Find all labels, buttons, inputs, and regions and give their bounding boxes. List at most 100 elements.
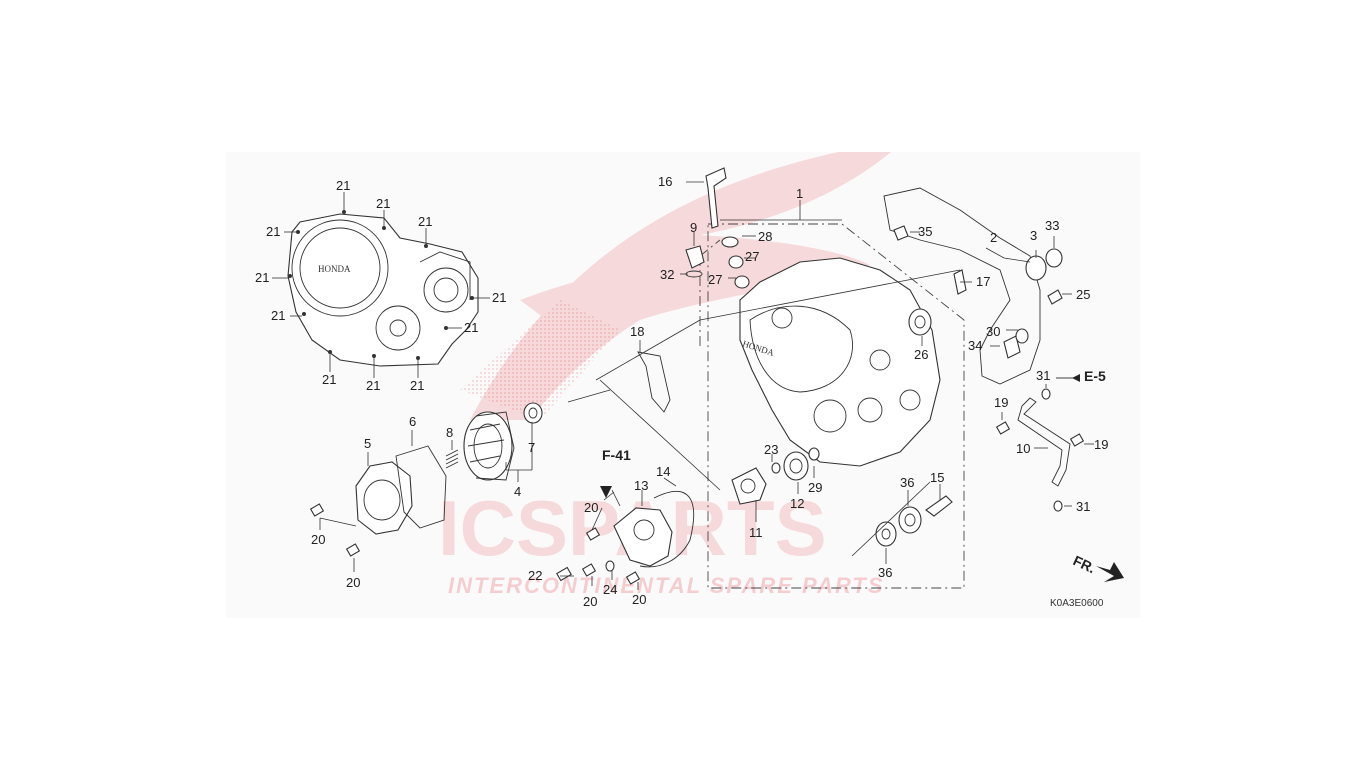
callout-20[interactable]: 20	[584, 500, 598, 515]
water-pump-gasket-14[interactable]	[639, 490, 695, 568]
o-ring-7[interactable]	[523, 402, 543, 424]
water-hose-10[interactable]	[1017, 397, 1071, 487]
bolt-20-left-a[interactable]	[309, 503, 325, 517]
oil-filter-cover-gasket-6[interactable]	[395, 445, 447, 529]
bolt-20-pump-a[interactable]	[585, 527, 601, 541]
callout-21[interactable]: 21	[376, 196, 390, 211]
callout-23[interactable]: 23	[764, 442, 778, 457]
water-pump-impeller-11[interactable]	[731, 467, 767, 505]
callout-19[interactable]: 19	[994, 395, 1008, 410]
diagram-code: K0A3E0600	[1050, 598, 1104, 609]
o-ring-33[interactable]	[1045, 248, 1063, 268]
callout-19[interactable]: 19	[1094, 437, 1108, 452]
guide-16[interactable]	[705, 167, 727, 229]
bolt-22[interactable]	[556, 566, 572, 582]
callout-28[interactable]: 28	[758, 229, 772, 244]
o-ring-30[interactable]	[1015, 328, 1029, 344]
callout-2[interactable]: 2	[990, 230, 997, 245]
callout-31[interactable]: 31	[1076, 499, 1090, 514]
callout-27[interactable]: 27	[708, 272, 722, 287]
callout-20[interactable]: 20	[632, 592, 646, 607]
callout-7[interactable]: 7	[528, 440, 535, 455]
callout-12[interactable]: 12	[790, 496, 804, 511]
bearing-36-lower[interactable]	[875, 521, 897, 547]
callout-13[interactable]: 13	[634, 478, 648, 493]
callout-25[interactable]: 25	[1076, 287, 1090, 302]
callout-31[interactable]: 31	[1036, 368, 1050, 383]
dowel-35[interactable]	[893, 225, 909, 241]
callout-35[interactable]: 35	[918, 224, 932, 239]
dowel-25[interactable]	[1047, 289, 1063, 305]
callout-36[interactable]: 36	[878, 565, 892, 580]
right-crankcase-cover[interactable]: HONDA	[739, 257, 941, 467]
oil-filter[interactable]	[463, 411, 515, 481]
callout-34[interactable]: 34	[968, 338, 982, 353]
callout-20[interactable]: 20	[583, 594, 597, 609]
oil-seal-29[interactable]	[808, 447, 820, 461]
oil-pipe-18[interactable]	[637, 351, 671, 413]
callout-27[interactable]: 27	[745, 249, 759, 264]
bolt-19-left[interactable]	[995, 421, 1011, 435]
callout-6[interactable]: 6	[409, 414, 416, 429]
callout-11[interactable]: 11	[749, 525, 763, 540]
callout-15[interactable]: 15	[930, 470, 944, 485]
callout-16[interactable]: 16	[658, 174, 672, 189]
oil-filter-cover-5[interactable]	[355, 461, 413, 535]
callout-3[interactable]: 3	[1030, 228, 1037, 243]
ref-f41[interactable]: F-41	[602, 447, 631, 463]
callout-9[interactable]: 9	[690, 220, 697, 235]
collar-27a[interactable]	[728, 255, 744, 269]
callout-26[interactable]: 26	[914, 347, 928, 362]
callout-21[interactable]: 21	[266, 224, 280, 239]
callout-21[interactable]: 21	[366, 378, 380, 393]
callout-21[interactable]: 21	[418, 214, 432, 229]
bolt-19-right[interactable]	[1069, 433, 1085, 447]
mechanical-seal-12[interactable]	[783, 451, 809, 481]
bearing-36-upper[interactable]	[898, 506, 922, 534]
ref-e5[interactable]: E-5	[1084, 368, 1106, 384]
callout-8[interactable]: 8	[446, 425, 453, 440]
bolt-15[interactable]	[925, 495, 953, 517]
callout-1[interactable]: 1	[796, 186, 803, 201]
bearing-26[interactable]	[908, 308, 932, 336]
callout-33[interactable]: 33	[1045, 218, 1059, 233]
bolt-20-pump-c[interactable]	[625, 571, 641, 585]
bolt-20-pump-b[interactable]	[581, 563, 597, 577]
callout-4[interactable]: 4	[514, 484, 521, 499]
callout-30[interactable]: 30	[986, 324, 1000, 339]
callout-10[interactable]: 10	[1016, 441, 1030, 456]
washer-23[interactable]	[771, 462, 781, 474]
callout-32[interactable]: 32	[660, 267, 674, 282]
callout-17[interactable]: 17	[976, 274, 990, 289]
bolt-20-left-b[interactable]	[345, 543, 361, 557]
callout-21[interactable]: 21	[322, 372, 336, 387]
callout-21[interactable]: 21	[464, 320, 478, 335]
washer-31-top[interactable]	[1041, 388, 1051, 400]
collar-3[interactable]	[1025, 255, 1047, 281]
washer-24[interactable]	[605, 560, 615, 572]
dowel-34[interactable]	[1003, 335, 1021, 359]
callout-29[interactable]: 29	[808, 480, 822, 495]
oil-filler-cap-9[interactable]	[685, 245, 705, 269]
washer-31-bottom[interactable]	[1053, 500, 1063, 512]
callout-5[interactable]: 5	[364, 436, 371, 451]
callout-20[interactable]: 20	[346, 575, 360, 590]
callout-21[interactable]: 21	[271, 308, 285, 323]
callout-20[interactable]: 20	[311, 532, 325, 547]
collar-27b[interactable]	[734, 275, 750, 289]
o-ring-28[interactable]	[721, 236, 739, 248]
water-pump-cover-13[interactable]	[613, 507, 673, 567]
exploded-view-diagram: ICSPARTS INTERCONTINENTAL SPARE PARTS HO…	[255, 152, 1124, 609]
callout-18[interactable]: 18	[630, 324, 644, 339]
callout-21[interactable]: 21	[410, 378, 424, 393]
left-crankcase-cover[interactable]: HONDA	[287, 213, 479, 367]
callout-24[interactable]: 24	[603, 582, 617, 597]
callout-36[interactable]: 36	[900, 475, 914, 490]
callout-21[interactable]: 21	[255, 270, 269, 285]
cover-gasket[interactable]	[883, 187, 1041, 385]
callout-21[interactable]: 21	[336, 178, 350, 193]
callout-22[interactable]: 22	[528, 568, 542, 583]
callout-21[interactable]: 21	[492, 290, 506, 305]
spring-8[interactable]	[445, 449, 459, 469]
callout-14[interactable]: 14	[656, 464, 670, 479]
